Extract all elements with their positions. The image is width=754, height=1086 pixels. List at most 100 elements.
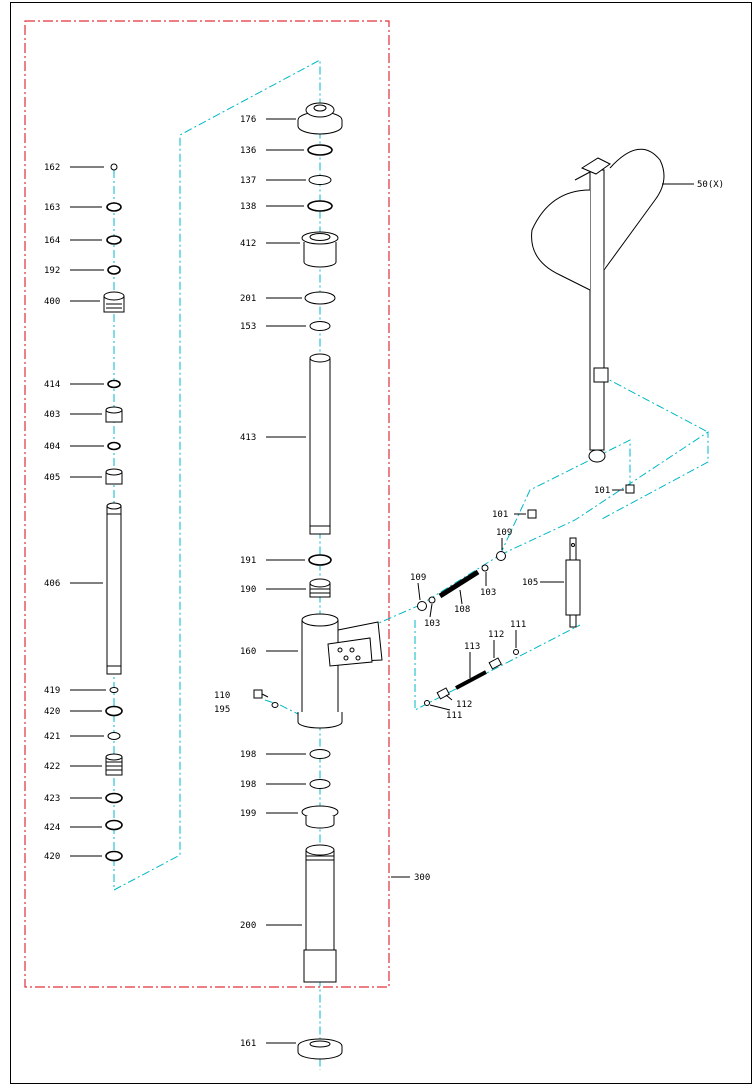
- label-423: 423: [44, 794, 60, 804]
- label-200: 200: [240, 921, 256, 931]
- part-413-piston-rod: [309, 353, 331, 535]
- label-413: 413: [240, 433, 256, 443]
- label-161: 161: [240, 1039, 256, 1049]
- label-105: 105: [522, 578, 538, 588]
- part-labels: 162 163 164 192 400 414 403 404 405 406 …: [44, 115, 724, 1049]
- label-190: 190: [240, 585, 256, 595]
- label-404: 404: [44, 442, 60, 452]
- part-420-seal-top: [105, 705, 123, 717]
- part-105-pedal-shaft: [565, 537, 581, 628]
- label-103-b: 103: [424, 619, 440, 629]
- label-419: 419: [44, 686, 60, 696]
- part-405-bushing: [105, 468, 123, 485]
- label-400: 400: [44, 297, 60, 307]
- part-419-ring: [109, 687, 119, 693]
- label-412: 412: [240, 239, 256, 249]
- part-423-seal: [105, 792, 123, 804]
- part-112-sleeve-a: [488, 657, 502, 670]
- label-163: 163: [44, 203, 60, 213]
- label-112-a: 112: [488, 630, 504, 640]
- part-136-ring: [307, 144, 333, 156]
- label-199: 199: [240, 809, 256, 819]
- label-111-b: 111: [446, 711, 462, 721]
- part-103-ring-a: [481, 564, 489, 572]
- label-leaders: [70, 118, 694, 1044]
- label-113: 113: [464, 642, 480, 652]
- label-201: 201: [240, 294, 256, 304]
- right-label-ticks: [417, 538, 517, 711]
- part-403-bushing: [105, 406, 123, 423]
- part-109-nut-a: [496, 551, 506, 561]
- part-138-ring: [307, 200, 333, 212]
- label-420-top: 420: [44, 707, 60, 717]
- part-153-oring: [309, 321, 331, 331]
- part-190-nut: [309, 578, 331, 598]
- part-201-oring: [304, 291, 336, 305]
- part-163-snap-ring: [106, 202, 122, 212]
- part-111-pin-a: [513, 649, 519, 655]
- part-108-rod: [438, 569, 480, 599]
- label-198-a: 198: [240, 750, 256, 760]
- label-414: 414: [44, 380, 60, 390]
- label-403: 403: [44, 410, 60, 420]
- part-176-top-cap: [297, 102, 343, 135]
- label-103-a: 103: [480, 588, 496, 598]
- part-412-gland: [301, 231, 339, 268]
- part-191-ring: [308, 554, 332, 566]
- part-112-sleeve-b: [436, 687, 450, 700]
- part-109-nut-b: [417, 601, 427, 611]
- label-50x: 50(X): [697, 180, 724, 190]
- part-113-pin-rod: [455, 670, 487, 690]
- label-162: 162: [44, 163, 60, 173]
- label-109-a: 109: [496, 528, 512, 538]
- part-164-washer: [106, 235, 122, 245]
- part-404-ring: [107, 441, 121, 451]
- part-195-ring: [271, 702, 279, 708]
- assembly-boundary-300: [24, 20, 390, 988]
- label-111-a: 111: [510, 620, 526, 630]
- label-405: 405: [44, 473, 60, 483]
- part-422-spring: [105, 753, 123, 776]
- label-195: 195: [214, 705, 230, 715]
- label-136: 136: [240, 146, 256, 156]
- label-198-b: 198: [240, 780, 256, 790]
- label-110: 110: [214, 691, 230, 701]
- part-414-ring: [107, 379, 121, 389]
- label-164: 164: [44, 236, 60, 246]
- part-162-ball: [110, 163, 118, 171]
- label-424: 424: [44, 823, 60, 833]
- part-406-plunger-rod: [106, 502, 122, 675]
- part-101-pin-b: [527, 509, 537, 519]
- part-101-pin-a: [625, 484, 635, 494]
- label-191: 191: [240, 556, 256, 566]
- drawing-frame: [10, 2, 752, 1084]
- part-160-pump-housing: [297, 613, 383, 729]
- part-420-seal-bottom: [105, 850, 123, 862]
- label-101-b: 101: [492, 510, 508, 520]
- label-108: 108: [454, 605, 470, 615]
- label-109-b: 109: [410, 573, 426, 583]
- label-101-a: 101: [594, 486, 610, 496]
- part-50-handle: [531, 148, 665, 463]
- label-300: 300: [414, 873, 430, 883]
- label-176: 176: [240, 115, 256, 125]
- part-111-pin-b: [424, 700, 430, 706]
- label-138: 138: [240, 202, 256, 212]
- label-112-b: 112: [456, 700, 472, 710]
- part-161-bearing: [297, 1038, 343, 1060]
- label-406: 406: [44, 579, 60, 589]
- part-103-ring-b: [428, 596, 436, 604]
- part-424-seal: [105, 819, 123, 831]
- part-198-oring-b: [309, 779, 331, 789]
- part-400-valve-body: [103, 291, 125, 313]
- part-110-screw: [253, 689, 269, 699]
- part-421-ring: [107, 732, 121, 740]
- label-153: 153: [240, 322, 256, 332]
- label-192: 192: [44, 266, 60, 276]
- part-200-cylinder: [303, 844, 337, 983]
- label-422: 422: [44, 762, 60, 772]
- label-420-bottom: 420: [44, 852, 60, 862]
- label-421: 421: [44, 732, 60, 742]
- part-137-oring: [308, 175, 332, 185]
